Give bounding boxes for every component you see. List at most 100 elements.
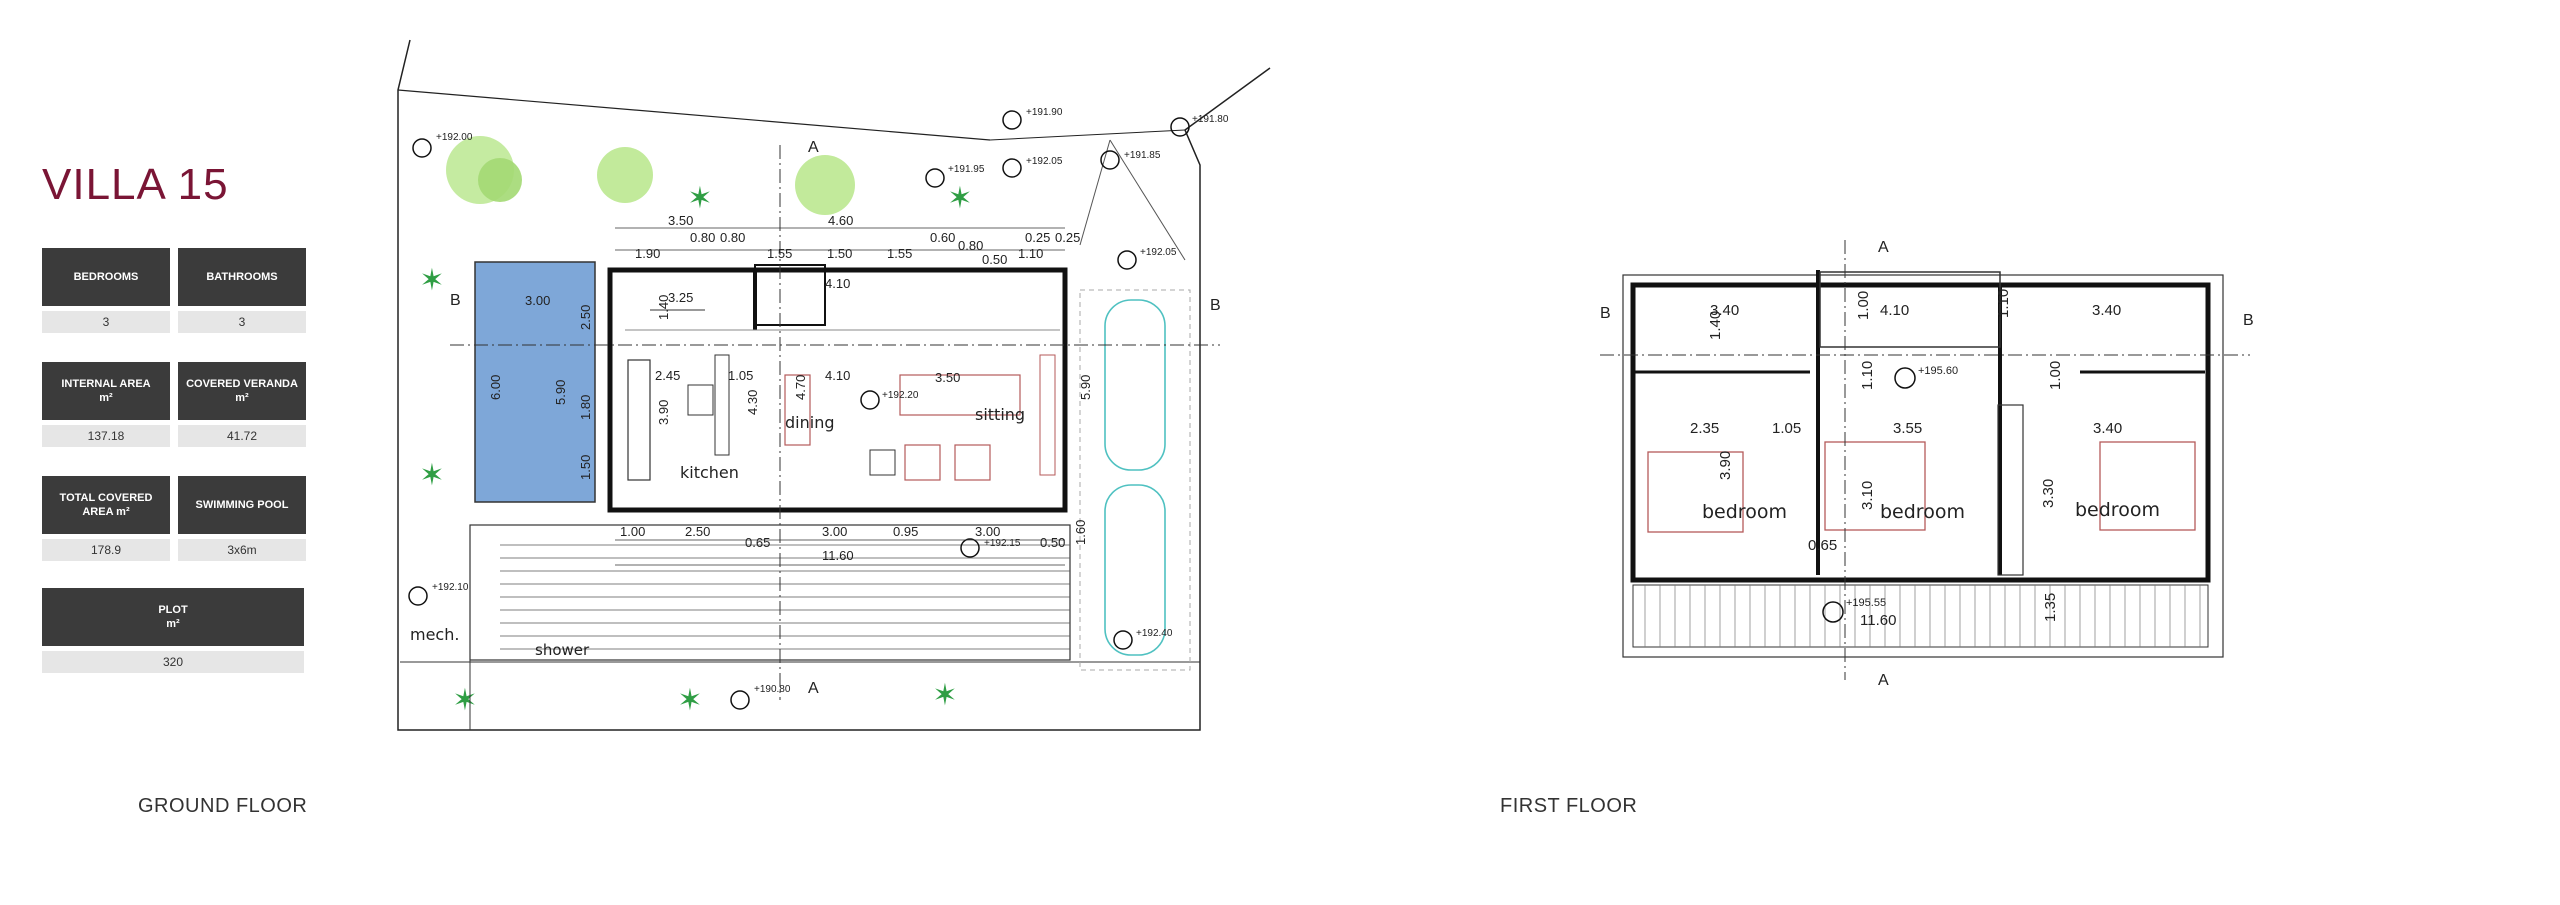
veranda bbox=[469, 524, 1071, 661]
svg-text:0.95: 0.95 bbox=[893, 524, 918, 539]
spec-value: 320 bbox=[42, 651, 304, 673]
spec-swimming-pool: SWIMMING POOL 3x6m bbox=[178, 476, 306, 561]
ground-floor-label: GROUND FLOOR bbox=[138, 795, 308, 817]
svg-text:5.90: 5.90 bbox=[553, 380, 568, 405]
svg-text:✶: ✶ bbox=[687, 182, 712, 215]
level-marker-icon: +192.05 bbox=[1117, 247, 1177, 270]
svg-text:3.50: 3.50 bbox=[935, 370, 960, 385]
palm-icon: ✶ bbox=[419, 264, 444, 297]
svg-text:3.30: 3.30 bbox=[2040, 479, 2057, 508]
svg-text:0.25: 0.25 bbox=[1025, 230, 1050, 245]
svg-text:+192.40: +192.40 bbox=[1136, 628, 1173, 639]
svg-text:+191.85: +191.85 bbox=[1124, 150, 1161, 161]
svg-text:0.80: 0.80 bbox=[958, 238, 983, 253]
dimension-labels: 3.50 0.80 0.80 4.60 1.90 1.55 1.50 1.55 … bbox=[615, 213, 1080, 291]
bed-icon bbox=[1824, 441, 1926, 531]
svg-text:1.50: 1.50 bbox=[827, 246, 852, 261]
svg-text:3.00: 3.00 bbox=[822, 524, 847, 539]
level-marker-icon: +192.15 bbox=[960, 538, 1021, 558]
house-walls bbox=[607, 267, 1068, 513]
svg-text:1.35: 1.35 bbox=[2042, 593, 2059, 622]
level-marker-icon: +192.10 bbox=[408, 582, 469, 606]
svg-text:4.60: 4.60 bbox=[828, 213, 853, 228]
svg-text:3.50: 3.50 bbox=[668, 213, 693, 228]
svg-text:1.40: 1.40 bbox=[656, 295, 671, 320]
room-label: mech. bbox=[410, 625, 459, 644]
section-mark: A bbox=[1878, 672, 1889, 689]
section-mark: B bbox=[1600, 305, 1611, 322]
level-marker-icon: +192.00 bbox=[412, 132, 473, 158]
first-floor-plan: A A B B +195.60 +195.55 bedroom bedroom … bbox=[1600, 239, 2254, 689]
svg-text:3.90: 3.90 bbox=[1717, 451, 1734, 480]
spec-value: 3x6m bbox=[178, 539, 306, 561]
svg-text:2.50: 2.50 bbox=[685, 524, 710, 539]
tree-icon bbox=[597, 147, 653, 203]
svg-text:+191.80: +191.80 bbox=[1192, 114, 1229, 125]
dimension-labels: 1.00 2.50 0.65 3.00 0.95 3.00 0.50 1.60 … bbox=[615, 520, 1088, 566]
svg-text:5.90: 5.90 bbox=[1078, 375, 1093, 400]
palm-icon: ✶ bbox=[419, 459, 444, 492]
level-marker-icon: +192.20 bbox=[860, 390, 919, 410]
level-marker-icon: +191.90 bbox=[1002, 107, 1063, 130]
svg-text:4.70: 4.70 bbox=[793, 375, 808, 400]
level-marker-icon: +192.40 bbox=[1113, 628, 1173, 650]
svg-text:0.60: 0.60 bbox=[930, 230, 955, 245]
swimming-pool bbox=[474, 261, 596, 503]
svg-text:✶: ✶ bbox=[947, 182, 972, 215]
level-marker-icon: +191.95 bbox=[925, 164, 985, 188]
svg-text:3.40: 3.40 bbox=[2093, 420, 2122, 437]
level-marker-icon: +192.05 bbox=[1002, 156, 1063, 178]
spec-label: PLOT bbox=[158, 604, 188, 616]
room-label: kitchen bbox=[680, 463, 739, 482]
bed-icon bbox=[1647, 451, 1744, 533]
svg-text:0.50: 0.50 bbox=[982, 252, 1007, 267]
svg-text:+192.00: +192.00 bbox=[436, 132, 473, 143]
ground-floor-plan: ✶ ✶ ✶ ✶ ✶ ✶ ✶ A A B B +192.00 +191.90 +1… bbox=[397, 39, 1271, 731]
wardrobe bbox=[1997, 404, 2024, 576]
svg-text:1.00: 1.00 bbox=[620, 524, 645, 539]
svg-text:2.35: 2.35 bbox=[1690, 420, 1719, 437]
spec-value: 41.72 bbox=[178, 425, 306, 447]
stairwell bbox=[1819, 271, 2001, 348]
svg-text:3.25: 3.25 bbox=[668, 290, 693, 305]
svg-text:3.40: 3.40 bbox=[1710, 302, 1739, 319]
palm-icon: ✶ bbox=[947, 182, 972, 215]
svg-text:1.10: 1.10 bbox=[1995, 289, 2012, 318]
svg-text:0.65: 0.65 bbox=[745, 535, 770, 550]
svg-text:2.50: 2.50 bbox=[578, 305, 593, 330]
svg-text:+192.20: +192.20 bbox=[882, 390, 919, 401]
svg-text:✶: ✶ bbox=[932, 679, 957, 712]
svg-text:1.10: 1.10 bbox=[1018, 246, 1043, 261]
room-label: shower bbox=[535, 641, 590, 659]
svg-text:+192.15: +192.15 bbox=[984, 538, 1021, 549]
section-mark: B bbox=[1210, 297, 1221, 314]
spec-bedrooms: BEDROOMS 3 bbox=[42, 248, 170, 333]
first-floor-outline bbox=[1622, 274, 2224, 658]
svg-text:1.80: 1.80 bbox=[578, 395, 593, 420]
svg-text:0.80: 0.80 bbox=[690, 230, 715, 245]
spec-label: COVERED VERANDA m² bbox=[186, 378, 298, 404]
svg-text:11.60: 11.60 bbox=[1860, 612, 1896, 629]
dining-table bbox=[784, 374, 811, 446]
room-label: bedroom bbox=[1702, 501, 1787, 523]
section-mark: B bbox=[2243, 312, 2254, 329]
svg-text:4.10: 4.10 bbox=[825, 276, 850, 291]
svg-text:3.90: 3.90 bbox=[656, 400, 671, 425]
svg-text:+191.95: +191.95 bbox=[948, 164, 985, 175]
spec-covered-veranda: COVERED VERANDA m² 41.72 bbox=[178, 362, 306, 447]
svg-text:3.00: 3.00 bbox=[975, 524, 1000, 539]
bed-icon bbox=[2099, 441, 2196, 531]
tree-icon bbox=[446, 136, 522, 204]
section-mark: B bbox=[450, 292, 461, 309]
svg-text:+192.05: +192.05 bbox=[1026, 156, 1063, 167]
spec-label: TOTAL COVERED AREA m² bbox=[59, 492, 153, 518]
svg-text:✶: ✶ bbox=[452, 684, 477, 717]
spec-bathrooms: BATHROOMS 3 bbox=[178, 248, 306, 333]
svg-text:6.00: 6.00 bbox=[488, 375, 503, 400]
svg-text:4.10: 4.10 bbox=[1880, 302, 1909, 319]
svg-text:1.05: 1.05 bbox=[728, 368, 753, 383]
palm-icon: ✶ bbox=[677, 684, 702, 717]
car-icon bbox=[1104, 299, 1166, 471]
